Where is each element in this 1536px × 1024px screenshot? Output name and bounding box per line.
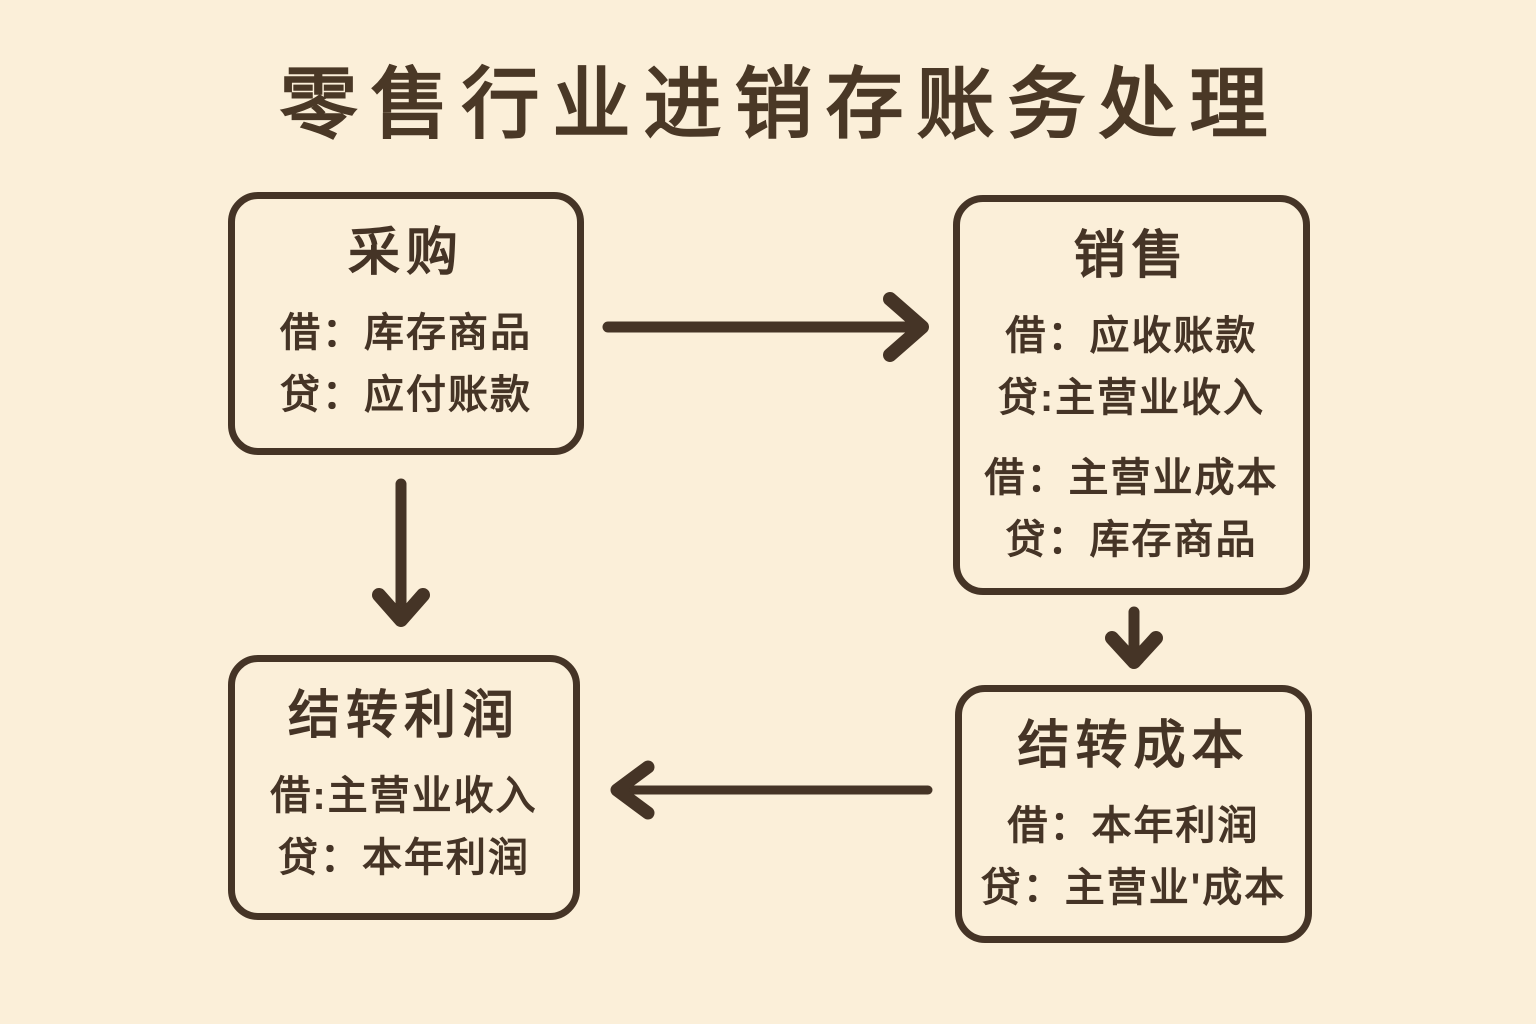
node-carry-cost-title: 结转成本 <box>1017 717 1250 775</box>
right-arrow-purchase-to-sales <box>602 292 929 362</box>
entry-line: 贷：库存商品 <box>1005 518 1258 562</box>
entry-line: 借：应收账款 <box>1005 314 1258 358</box>
entry-line: 贷:主营业收入 <box>997 376 1266 420</box>
down-arrow-purchase-to-carry-profit <box>372 478 430 627</box>
left-arrow-carry-cost-to-carry-profit <box>610 760 933 820</box>
entry-line: 借：本年利润 <box>1007 804 1260 848</box>
down-arrow-sales-to-carry-cost <box>1105 606 1163 669</box>
node-carry-profit: 结转利润 借:主营业收入 贷：本年利润 <box>228 655 580 920</box>
entry-line: 贷：本年利润 <box>278 836 530 880</box>
entry-line: 贷：应付账款 <box>280 373 532 417</box>
node-carry-profit-title: 结转利润 <box>287 687 520 745</box>
entry-line: 借:主营业收入 <box>270 774 538 818</box>
node-purchase: 采购 借：库存商品 贷：应付账款 <box>228 192 584 455</box>
entry-line: 借：主营业成本 <box>984 456 1279 500</box>
node-sales-title: 销售 <box>1073 227 1190 285</box>
page-title: 零售行业进销存账务处理 <box>279 60 1281 148</box>
node-purchase-title: 采购 <box>347 224 464 282</box>
node-carry-cost: 结转成本 借：本年利润 贷：主营业'成本 <box>955 685 1312 943</box>
entry-line: 借：库存商品 <box>280 311 532 355</box>
entry-line: 贷：主营业'成本 <box>980 866 1287 910</box>
node-sales: 销售 借：应收账款 贷:主营业收入 借：主营业成本 贷：库存商品 <box>953 195 1310 595</box>
